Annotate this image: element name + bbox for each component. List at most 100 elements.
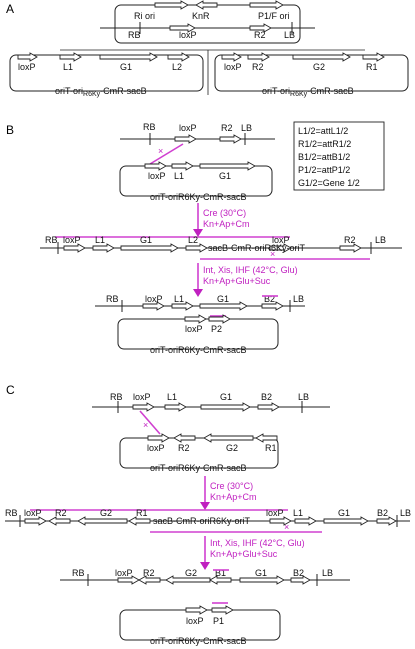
c-co-g2: G2 <box>100 508 112 518</box>
b-step1-line2: Kn+Ap+Cm <box>203 219 250 229</box>
b-prod-loxp: loxP <box>145 294 163 304</box>
c-prod-b2: B2 <box>293 568 304 578</box>
donor-right-r1: R1 <box>366 62 378 72</box>
b-by-name: oriT-oriR6Ky-CmR-sacB <box>150 345 247 355</box>
c-co-l1: L1 <box>293 508 303 518</box>
c-co-g1: G1 <box>338 508 350 518</box>
c-co-lb: LB <box>400 508 411 518</box>
c-circle-loxp: loxP <box>147 443 165 453</box>
b-circle: loxP L1 G1 oriT-oriR6Ky-CmR-sacB <box>119 161 273 202</box>
legend-p: P1/2=attP1/2 <box>298 165 350 175</box>
b-co-l2: L2 <box>188 235 198 245</box>
b-step2-arrow: Int, Xis, IHF (42°C, Glu) Kn+Ap+Glu+Suc <box>193 263 298 297</box>
donor-right-r2: R2 <box>252 62 264 72</box>
b-cointegrate: RB loxP L1 G1 L2 sacB-CmR-oriR6Ky-oriT l… <box>40 235 402 260</box>
b-co-backbone: sacB-CmR-oriR6Ky-oriT <box>208 243 306 253</box>
b-step2-line1: Int, Xis, IHF (42°C, Glu) <box>203 265 298 275</box>
legend-l: L1/2=attL1/2 <box>298 126 348 136</box>
lb-label: LB <box>284 30 295 40</box>
donor-right-loxp: loxP <box>224 62 242 72</box>
donor-right: loxP R2 G2 R1 oriT-oriR6Ky-CmR-sacB <box>214 52 409 98</box>
helper-plasmid: Ri ori KnR P1/F ori RB loxP R2 LB <box>100 0 315 44</box>
b-by-p2: P2 <box>211 324 222 334</box>
b-cross-1: × <box>158 146 163 156</box>
b-top-line: RB loxP R2 LB <box>120 122 275 145</box>
c-top-line: RB loxP L1 G1 B2 LB <box>92 392 330 413</box>
b-product: RB loxP L1 G1 B2 LB <box>95 294 305 312</box>
c-prod-r2: R2 <box>143 568 155 578</box>
legend-r: R1/2=attR1/2 <box>298 139 351 149</box>
b-circle-name: oriT-oriR6Ky-CmR-sacB <box>150 192 247 202</box>
c-co-loxp1: loxP <box>24 508 42 518</box>
b-prod-b2: B2 <box>264 294 275 304</box>
b-top-loxp: loxP <box>179 123 197 133</box>
panel-c-label: C <box>6 383 15 397</box>
legend-g: G1/2=Gene 1/2 <box>298 178 360 188</box>
c-step1-line1: Cre (30°C) <box>210 481 253 491</box>
c-cointegrate: RB loxP R2 G2 R1 sacB-CmR-oriR6Ky-oriT l… <box>5 508 411 533</box>
b-by-loxp: loxP <box>185 324 203 334</box>
b-step2-line2: Kn+Ap+Glu+Suc <box>203 276 271 286</box>
legend-b: B1/2=attB1/2 <box>298 152 350 162</box>
b-circle-g1: G1 <box>219 171 231 181</box>
c-byproduct: loxP P1 oriT-oriR6Ky-CmR-sacB <box>119 602 281 646</box>
c-top-rb: RB <box>110 392 123 402</box>
c-co-loxp2: loxP <box>266 508 284 518</box>
b-co-loxp1: loxP <box>63 235 81 245</box>
b-circle-l1: L1 <box>174 171 184 181</box>
b-co-r2: R2 <box>344 235 356 245</box>
knr-label: KnR <box>192 11 210 21</box>
legend-box: L1/2=attL1/2 R1/2=attR1/2 B1/2=attB1/2 P… <box>293 121 385 191</box>
c-cross-1: × <box>143 420 148 430</box>
c-step1-line2: Kn+Ap+Cm <box>210 492 257 502</box>
b-co-l1: L1 <box>95 235 105 245</box>
panel-a-label: A <box>6 2 14 16</box>
c-prod-g1: G1 <box>255 568 267 578</box>
c-top-lb: LB <box>298 392 309 402</box>
c-circle-r1: R1 <box>265 443 277 453</box>
b-co-g1: G1 <box>140 235 152 245</box>
b-co-loxp2: loxP <box>272 235 290 245</box>
donor-left: loxP L1 G1 L2 oriT-oriR6Ky-CmR-sacB <box>9 52 204 98</box>
b-top-lb: LB <box>241 123 252 133</box>
donor-right-name: oriT-oriR6Ky-CmR-sacB <box>262 86 354 98</box>
c-co-rb: RB <box>5 508 18 518</box>
c-circle-name: oriT-oriR6Ky-CmR-sacB <box>150 463 247 473</box>
r2-label: R2 <box>254 30 266 40</box>
ri-ori-label: Ri ori <box>134 11 155 21</box>
c-prod-g2: G2 <box>185 568 197 578</box>
c-prod-lb: LB <box>322 568 333 578</box>
b-co-lb: LB <box>375 235 386 245</box>
c-co-r1: R1 <box>136 508 148 518</box>
donor-right-g2: G2 <box>313 62 325 72</box>
donor-left-loxp: loxP <box>18 62 36 72</box>
c-prod-loxp: loxP <box>115 568 133 578</box>
donor-left-l2: L2 <box>172 62 182 72</box>
c-co-r2: R2 <box>55 508 67 518</box>
c-cross-2: × <box>284 522 289 532</box>
c-co-backbone: sacB-CmR-oriR6Ky-oriT <box>153 516 251 526</box>
c-top-loxp: loxP <box>133 392 151 402</box>
rb-label: RB <box>128 30 141 40</box>
c-by-p1: P1 <box>213 616 224 626</box>
c-prod-b1: B1 <box>215 568 226 578</box>
b-prod-l1: L1 <box>174 294 184 304</box>
b-byproduct: loxP P2 oriT-oriR6Ky-CmR-sacB <box>117 314 279 355</box>
c-circle-r2: R2 <box>178 443 190 453</box>
donor-left-name: oriT-oriR6Ky-CmR-sacB <box>55 86 147 98</box>
c-by-name: oriT-oriR6Ky-CmR-sacB <box>150 636 247 646</box>
b-cross-2: × <box>270 249 275 259</box>
panel-b-label: B <box>6 123 14 137</box>
c-top-l1: L1 <box>167 392 177 402</box>
donor-left-g1: G1 <box>120 62 132 72</box>
donor-left-l1: L1 <box>63 62 73 72</box>
b-step1-line1: Cre (30°C) <box>203 208 246 218</box>
p1f-ori-label: P1/F ori <box>258 11 290 21</box>
loxp-label: loxP <box>179 30 197 40</box>
c-step2-arrow: Int, Xis, IHF (42°C, Glu) Kn+Ap+Glu+Suc <box>200 536 305 570</box>
c-circle-g2: G2 <box>226 443 238 453</box>
c-top-g1: G1 <box>220 392 232 402</box>
c-top-b2: B2 <box>261 392 272 402</box>
c-circle: loxP R2 G2 R1 oriT-oriR6Ky-CmR-sacB <box>119 433 279 473</box>
